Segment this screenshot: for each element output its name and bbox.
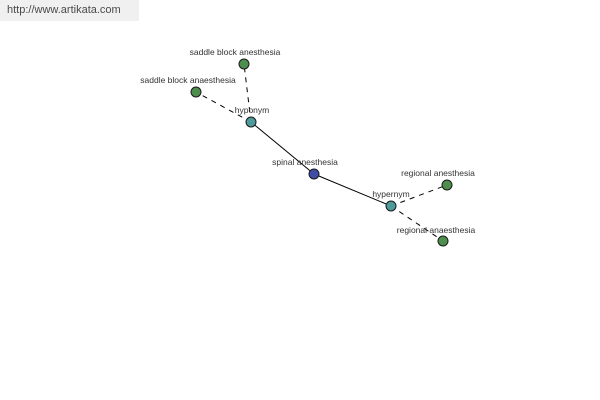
graph-nodes: spinal anesthesia hyponym hypernym saddle b… — [140, 47, 476, 247]
node-label: hyponym — [235, 105, 270, 115]
node-saddle2[interactable]: saddle block anaesthesia — [140, 75, 236, 98]
node-label: regional anesthesia — [401, 168, 475, 178]
node-dot[interactable] — [437, 235, 449, 247]
node-dot[interactable] — [441, 179, 453, 191]
edge-regional2 — [390, 205, 444, 242]
node-dot[interactable] — [385, 200, 397, 212]
node-label: saddle block anaesthesia — [140, 75, 236, 85]
node-label: spinal anesthesia — [272, 157, 338, 167]
node-hypernym[interactable]: hypernym — [372, 189, 410, 212]
edge-hyponym — [250, 121, 315, 175]
edge-hypernym — [313, 173, 392, 207]
node-dot[interactable] — [308, 168, 320, 180]
node-regional2[interactable]: regional anaesthesia — [397, 225, 476, 247]
node-hyponym[interactable]: hyponym — [235, 105, 270, 128]
node-label: regional anaesthesia — [397, 225, 476, 235]
watermark-url: http://www.artikata.com — [0, 0, 139, 21]
node-label: hypernym — [372, 189, 409, 199]
node-saddle1[interactable]: saddle block anesthesia — [190, 47, 281, 70]
node-dot[interactable] — [238, 58, 250, 70]
edge-saddle2 — [195, 91, 252, 123]
graph-edges — [195, 63, 448, 242]
node-label: saddle block anesthesia — [190, 47, 281, 57]
node-spinal[interactable]: spinal anesthesia — [272, 157, 338, 180]
node-regional1[interactable]: regional anesthesia — [401, 168, 475, 191]
node-dot[interactable] — [245, 116, 257, 128]
node-dot[interactable] — [190, 86, 202, 98]
